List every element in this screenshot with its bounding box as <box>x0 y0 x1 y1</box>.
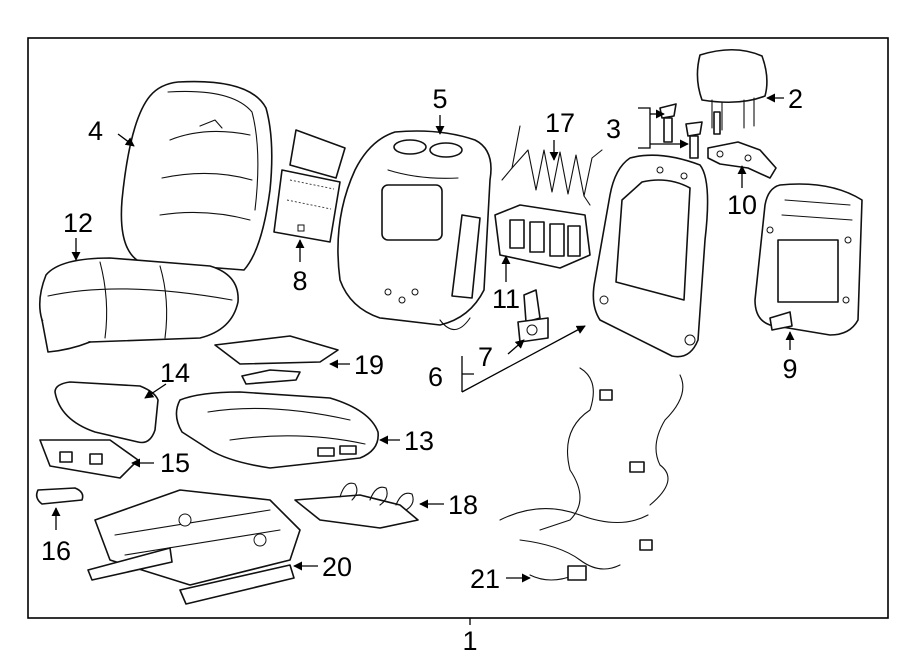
part-13-cushion-pad[interactable] <box>175 391 379 469</box>
callout-9: 9 <box>782 354 797 384</box>
part-2-headrest[interactable] <box>696 48 768 131</box>
callout-20: 20 <box>322 552 352 582</box>
part-4-seatback-cover[interactable] <box>120 80 273 271</box>
part-15-bracket[interactable] <box>39 439 139 479</box>
callout-21: 21 <box>470 564 500 594</box>
callout-13: 13 <box>404 426 434 456</box>
part-18-harness[interactable] <box>294 482 419 529</box>
part-7-motor[interactable] <box>517 289 549 343</box>
callout-4: 4 <box>88 116 103 146</box>
diagram-border <box>27 37 889 619</box>
callout-19: 19 <box>354 350 384 380</box>
part-21-wire-harness[interactable] <box>499 367 684 581</box>
callout-8: 8 <box>292 266 307 296</box>
part-9-back-panel[interactable] <box>754 183 863 336</box>
callout-11: 11 <box>492 284 520 314</box>
part-11-lumbar[interactable] <box>494 204 591 269</box>
part-5-seatback-pad[interactable] <box>337 130 492 331</box>
callout-7: 7 <box>478 342 493 372</box>
part-16-switch[interactable] <box>35 487 84 505</box>
part-12-cushion-cover[interactable] <box>38 257 239 353</box>
part-6-seatback-frame[interactable] <box>592 154 709 358</box>
callout-2: 2 <box>788 84 803 114</box>
callout-1: 1 <box>462 626 477 656</box>
callout-16: 16 <box>41 536 71 566</box>
part-10-bracket[interactable] <box>707 141 777 179</box>
part-17-spring[interactable] <box>501 125 603 206</box>
leader-lines <box>51 93 795 625</box>
callout-5: 5 <box>432 84 447 114</box>
part-20-adjuster[interactable] <box>87 489 301 605</box>
callout-17: 17 <box>545 108 575 138</box>
callout-6: 6 <box>428 362 443 392</box>
callout-10: 10 <box>727 190 757 220</box>
part-19-panel[interactable] <box>214 335 339 385</box>
part-14-trim[interactable] <box>54 381 159 444</box>
part-8-panel[interactable] <box>273 129 346 243</box>
callout-3: 3 <box>606 114 621 144</box>
callout-15: 15 <box>160 448 190 478</box>
callout-12: 12 <box>63 208 93 238</box>
callout-18: 18 <box>448 490 478 520</box>
callout-14: 14 <box>160 358 190 388</box>
